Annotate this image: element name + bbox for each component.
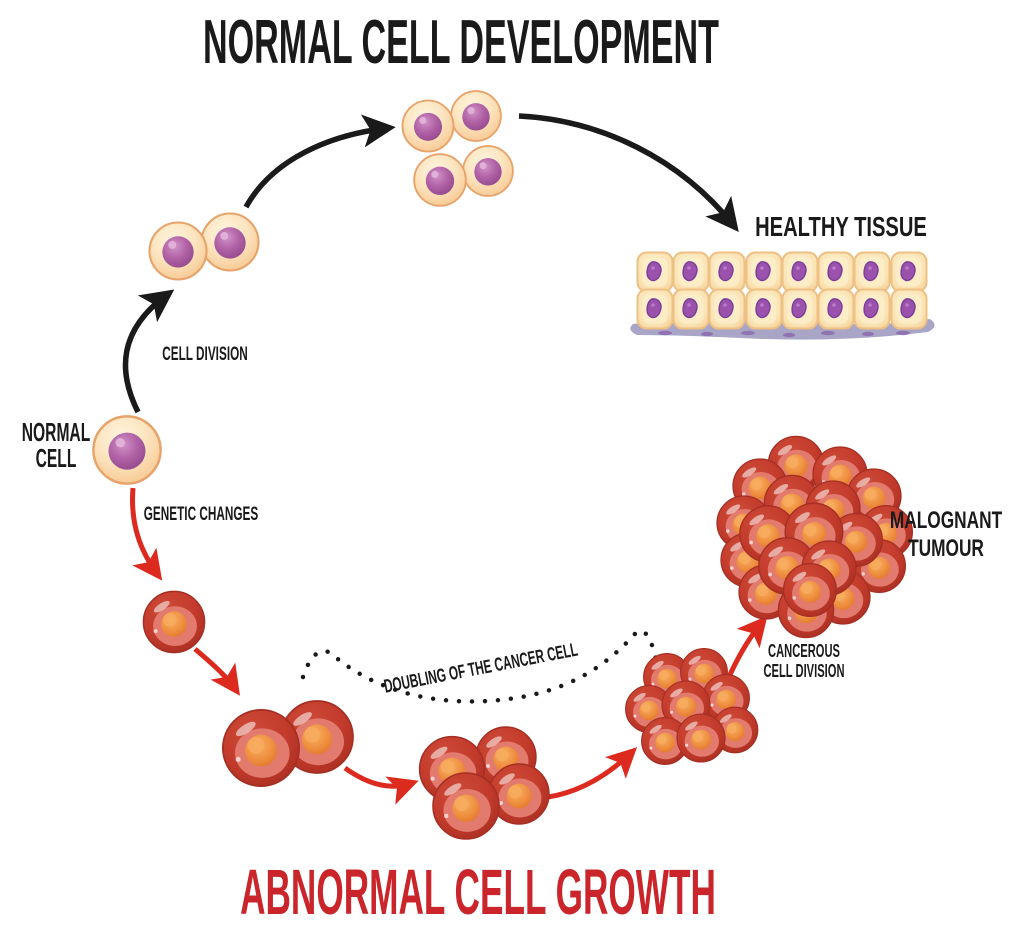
label-normal-cell: NORMAL CELL xyxy=(21,417,91,473)
doubling-dotted-curve xyxy=(300,628,660,704)
dividing-cells-pair xyxy=(148,212,260,281)
page-title: NORMAL CELL DEVELOPMENT xyxy=(0,12,930,74)
cancer-single-to-pair-arrow xyxy=(193,647,240,696)
healthy-tissue xyxy=(630,251,935,340)
label-genetic-changes: GENETIC CHANGES xyxy=(143,504,259,525)
bottom-title-text: ABNORMAL CELL GROWTH xyxy=(240,856,716,928)
pair-to-quad-arrow xyxy=(243,114,396,209)
cancer-quad-to-cluster-arrow xyxy=(547,747,638,800)
bottom-title: ABNORMAL CELL GROWTH xyxy=(45,860,910,924)
label-cancerous-cell-division: CANCEROUS CELL DIVISION xyxy=(763,641,845,681)
genetic-changes-arrow xyxy=(130,487,163,581)
cancer-cells-pair xyxy=(222,700,354,787)
page-title-text: NORMAL CELL DEVELOPMENT xyxy=(203,8,719,77)
dividing-cells-quad xyxy=(401,90,514,207)
cancer-cells-quad xyxy=(418,726,550,840)
quad-to-tissue-arrow xyxy=(518,113,739,233)
cell-division-arrow xyxy=(122,289,175,414)
cancer-pair-to-quad-arrow xyxy=(343,765,419,805)
label-healthy-tissue: HEALTHY TISSUE xyxy=(755,211,927,242)
membrane-specks xyxy=(658,330,910,338)
label-malignant-tumour: MALOGNANT TUMOUR xyxy=(889,507,1003,563)
label-cell-division: CELL DIVISION xyxy=(162,344,248,365)
cancer-cell-single xyxy=(142,590,206,654)
